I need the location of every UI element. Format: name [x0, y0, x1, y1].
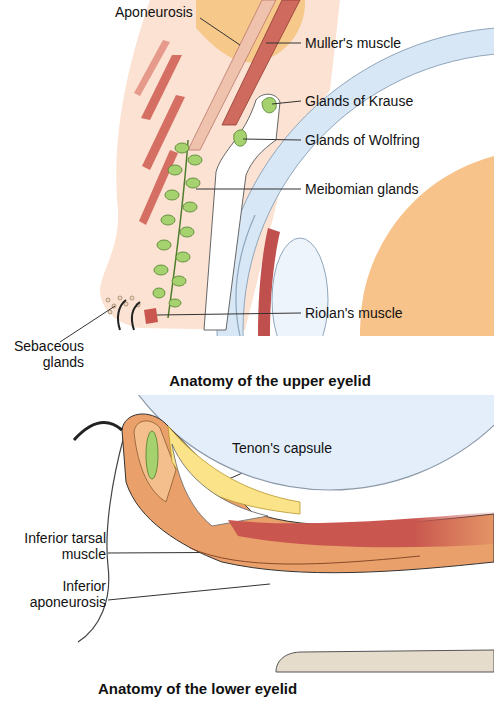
orbicularis-strip [139, 150, 178, 225]
gland-of-wolfring [234, 130, 247, 146]
leader-line [272, 101, 301, 104]
eyelash [132, 302, 140, 330]
conjunctival-fornix [172, 444, 268, 526]
leader-line [266, 43, 301, 44]
gland-acinus [183, 202, 197, 212]
orbicularis-strip [142, 95, 185, 170]
gland-acinus [157, 240, 171, 250]
lower-lid [122, 414, 494, 573]
sclera-outline [243, 53, 494, 336]
leader-line [108, 584, 270, 600]
lens [272, 238, 328, 336]
gland-acinus [161, 215, 175, 225]
globe [90, 395, 494, 490]
part-label: Aponeurosis [115, 4, 265, 20]
part-label: Muller's muscle [305, 35, 490, 51]
leader-line [200, 18, 240, 45]
gland-dot [106, 298, 110, 302]
part-label: Glands of Krause [305, 93, 490, 109]
orbital-bone [276, 650, 494, 672]
eyelash [118, 300, 126, 330]
gland-acinus [176, 252, 190, 262]
gland-acinus [175, 143, 189, 153]
part-label: Riolan's muscle [305, 305, 490, 321]
leader-line [196, 189, 301, 190]
orbicularis-strip [134, 40, 170, 96]
lower-eyelash [74, 423, 122, 440]
sebaceous-glands [106, 296, 140, 314]
gland-acinus [154, 265, 168, 275]
lower-meibomian-gland [146, 431, 158, 479]
conjunctiva [204, 94, 280, 330]
eyeball-lower [90, 395, 494, 490]
gland-acinus [165, 190, 179, 200]
gland-acinus [169, 299, 181, 307]
meibomian-gland [153, 140, 202, 318]
riolan-muscle [144, 308, 158, 324]
figure-caption: Anatomy of the lower eyelid [98, 680, 418, 698]
sclera-outline [217, 27, 494, 336]
gland-dot [118, 296, 122, 300]
gland-acinus [186, 178, 200, 188]
part-label: Tenon's capsule [232, 440, 432, 456]
part-label: Inferior tarsal muscle [0, 530, 106, 562]
gland-dot [124, 302, 128, 306]
inferior-aponeurosis [190, 548, 420, 564]
gland-dot [130, 296, 134, 300]
inferior-tarsal-muscle [228, 512, 494, 547]
gland-acinus [168, 165, 182, 175]
part-label: Sebaceous glands [0, 338, 84, 370]
sclera-band [230, 40, 494, 336]
leader-line [243, 139, 301, 140]
gland-of-krause [262, 97, 276, 112]
gland-acinus [188, 155, 202, 165]
part-label: Inferior aponeurosis [0, 578, 106, 610]
leader-line [157, 313, 301, 315]
figure-caption: Anatomy of the upper eyelid [120, 372, 420, 390]
gland-acinus [153, 288, 165, 298]
gland-acinus [180, 227, 194, 237]
gland-acinus [172, 276, 186, 286]
part-label: Meibomian glands [305, 181, 490, 197]
part-label: Glands of Wolfring [305, 132, 490, 148]
leader-line [60, 306, 115, 342]
eyeball-upper [217, 27, 494, 336]
